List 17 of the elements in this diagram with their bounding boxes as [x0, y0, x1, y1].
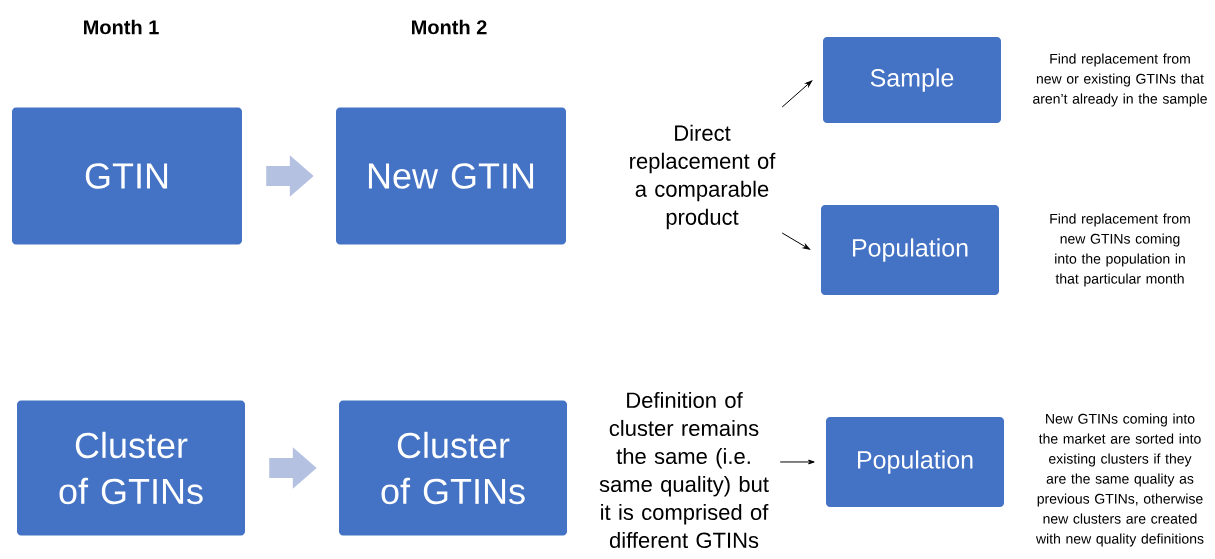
arrow	[779, 459, 815, 465]
column-heading: Month 1	[84, 19, 159, 35]
process-box: Cluster of GTINs	[17, 400, 245, 536]
arrow	[781, 232, 810, 250]
column-heading: Month 2	[412, 19, 487, 35]
description-text: Direct replacement of a comparable product	[630, 124, 776, 230]
note-text: Find replacement from new GTINs coming into the population in that particular month	[1050, 213, 1190, 287]
process-box: Cluster of GTINs	[339, 400, 567, 536]
process-box: Population	[826, 417, 1004, 507]
note-text: New GTINs coming into the market are sorted into existing clusters if they are the same quality as previous GTINs, otherwise new clusters are created with new quality definitions	[1035, 413, 1204, 547]
arrow	[781, 80, 813, 108]
process-box: GTIN	[12, 107, 242, 245]
process-box: Population	[821, 205, 999, 295]
note-text: Find replacement from new or existing GTINs that aren’t already in the sample	[1033, 53, 1207, 107]
process-box: Sample	[823, 37, 1001, 123]
description-text: Definition of cluster remains the same (i.e. same quality) but it is comprised of different GTINs	[599, 391, 769, 549]
process-box: New GTIN	[336, 107, 566, 245]
